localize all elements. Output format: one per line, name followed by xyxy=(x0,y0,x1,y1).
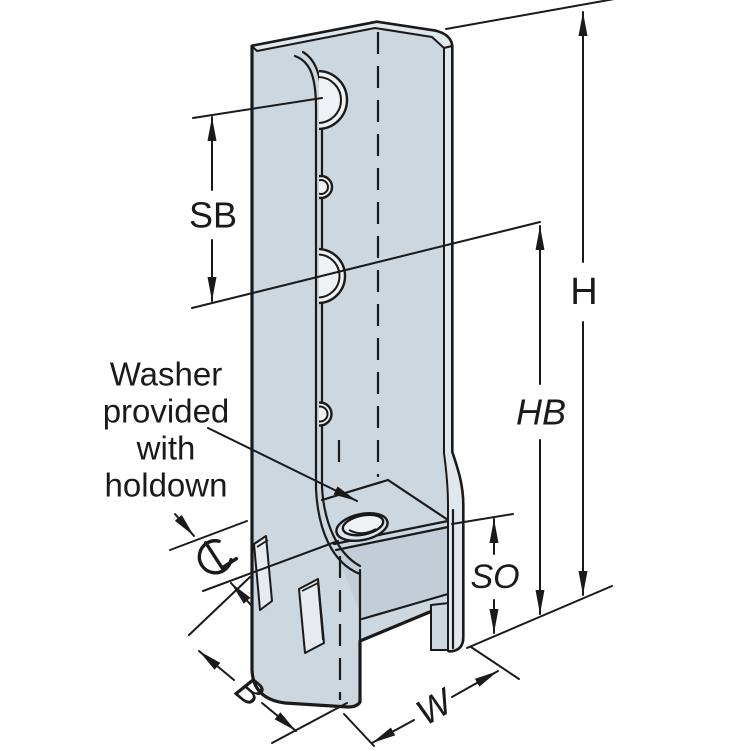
b-ext-right xyxy=(271,702,348,744)
cl-ext-lower xyxy=(202,540,339,592)
washer-note-line1: Washer xyxy=(110,356,222,393)
washer-leader-line xyxy=(207,427,358,502)
cutout-arc-inner xyxy=(320,485,362,568)
bolt-holes xyxy=(319,69,349,427)
so-ext-top xyxy=(451,513,514,525)
cavity-face xyxy=(336,527,448,619)
dimension-centerline xyxy=(174,513,252,606)
right-edge-band xyxy=(443,45,464,652)
dimension-h: H xyxy=(570,11,598,596)
holdown-body xyxy=(250,20,465,709)
centerline-symbol xyxy=(197,539,239,575)
base-ext-line xyxy=(466,585,613,649)
label-h: H xyxy=(570,271,597,313)
h-ext-top xyxy=(445,0,615,30)
dimension-w: W xyxy=(371,670,499,744)
seat-right-edge xyxy=(386,478,450,522)
small-hole-lower xyxy=(319,401,333,427)
seat-thickness xyxy=(334,525,450,552)
washer-note-line3: with xyxy=(136,430,196,467)
seat xyxy=(320,478,450,621)
sb-hb-ext-shared xyxy=(191,221,541,309)
w-ext-right xyxy=(470,646,520,680)
washer-note-line4: holdown xyxy=(105,467,228,504)
hole-inner-wall xyxy=(348,528,377,535)
left-fold-lines xyxy=(293,50,362,643)
dimension-so: SO xyxy=(470,518,520,634)
label-w: W xyxy=(409,679,462,733)
dimension-sb: SB xyxy=(189,116,237,302)
flange-lip xyxy=(430,601,450,651)
small-hole-upper xyxy=(319,174,334,200)
label-hb: HB xyxy=(516,392,566,433)
centerlines xyxy=(337,32,380,700)
crossmember-top-edge xyxy=(360,592,450,621)
label-sb: SB xyxy=(189,195,237,236)
washer xyxy=(335,511,389,543)
label-so: SO xyxy=(470,558,519,596)
cutout-arc-outer xyxy=(314,487,362,576)
flange-slot xyxy=(253,535,273,611)
slots xyxy=(253,535,325,654)
dimension-lines: SB H HB SO W B xyxy=(169,0,615,747)
washer-annotation: Washer provided with holdown xyxy=(103,356,358,504)
top-edge-band xyxy=(251,21,453,52)
leg-slot xyxy=(298,578,325,654)
w-ext-left xyxy=(343,713,375,747)
dimension-hb: HB xyxy=(516,225,566,615)
bolt-hole-top xyxy=(319,69,349,131)
bolt-hole-middle xyxy=(319,247,347,305)
washer-note-line2: provided xyxy=(103,393,230,430)
cl-ext-upper xyxy=(169,520,248,551)
sb-ext-top xyxy=(192,97,323,119)
